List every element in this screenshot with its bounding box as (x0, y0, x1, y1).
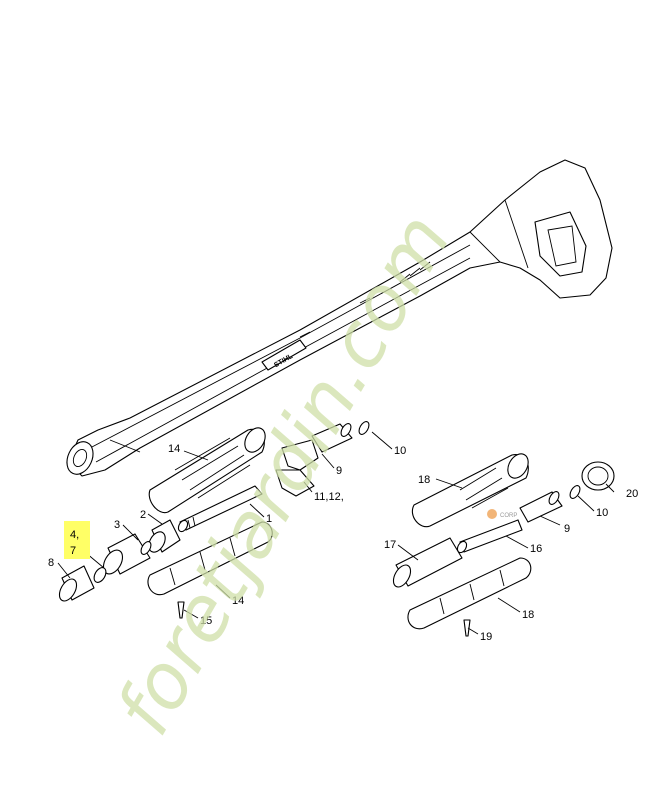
callout-10-right: 10 (596, 507, 608, 519)
part-14-upper-sleeve (148, 427, 266, 514)
callout-4: 4, (70, 529, 79, 541)
part-11-12-clamp (275, 439, 319, 497)
spray-gun-lance: STIHL (66, 159, 613, 477)
part-15-screw (177, 601, 185, 619)
callout-labels: 14 2 3 4, 7 8 1 14 15 11,12, 9 10 18 20 … (48, 443, 638, 643)
part-8-nozzle-tip (58, 565, 95, 602)
callout-9-right: 9 (564, 523, 570, 535)
logo-text: CORP (500, 513, 517, 519)
part-18-upper-sleeve (412, 453, 529, 528)
part-10-o-ring-right (569, 485, 581, 499)
callout-18-upper: 18 (418, 474, 430, 486)
part-2-nozzle-connector (148, 519, 181, 553)
callout-14-upper-left: 14 (168, 443, 180, 455)
callout-15: 15 (200, 615, 212, 627)
corporate-logo: CORP (487, 509, 517, 519)
callout-17: 17 (384, 539, 396, 551)
callout-10-upper: 10 (394, 445, 406, 457)
part-4-7-o-ring (93, 567, 107, 583)
callout-highlight (64, 521, 90, 559)
callout-16: 16 (530, 543, 542, 555)
part-10-o-ring-upper (358, 421, 370, 435)
part-16-tube (456, 519, 523, 554)
callout-11-12: 11,12, (314, 491, 344, 503)
callout-20: 20 (626, 488, 638, 500)
part-3-nozzle-cap (102, 533, 152, 575)
callout-18-lower: 18 (522, 609, 534, 621)
callout-1: 1 (266, 513, 272, 525)
callout-19: 19 (480, 631, 492, 643)
part-17-nut (392, 537, 463, 588)
part-14-lower-half-shell (147, 521, 273, 596)
callout-7: 7 (70, 545, 76, 557)
leader-lines (57, 431, 615, 635)
callout-14-lower-left: 14 (232, 595, 244, 607)
part-20-ring (581, 461, 615, 491)
part-9-connector-upper-left (311, 423, 353, 453)
callout-3: 3 (114, 519, 120, 531)
callout-9-left: 9 (336, 465, 342, 477)
part-19-screw (463, 619, 471, 637)
part-1-tube (177, 485, 263, 533)
part-18-lower-half-shell (407, 557, 532, 630)
callout-8: 8 (48, 557, 54, 569)
callout-2: 2 (140, 509, 146, 521)
part-9-connector-right (519, 491, 563, 523)
watermark-text: foretjardin.com (99, 199, 468, 749)
